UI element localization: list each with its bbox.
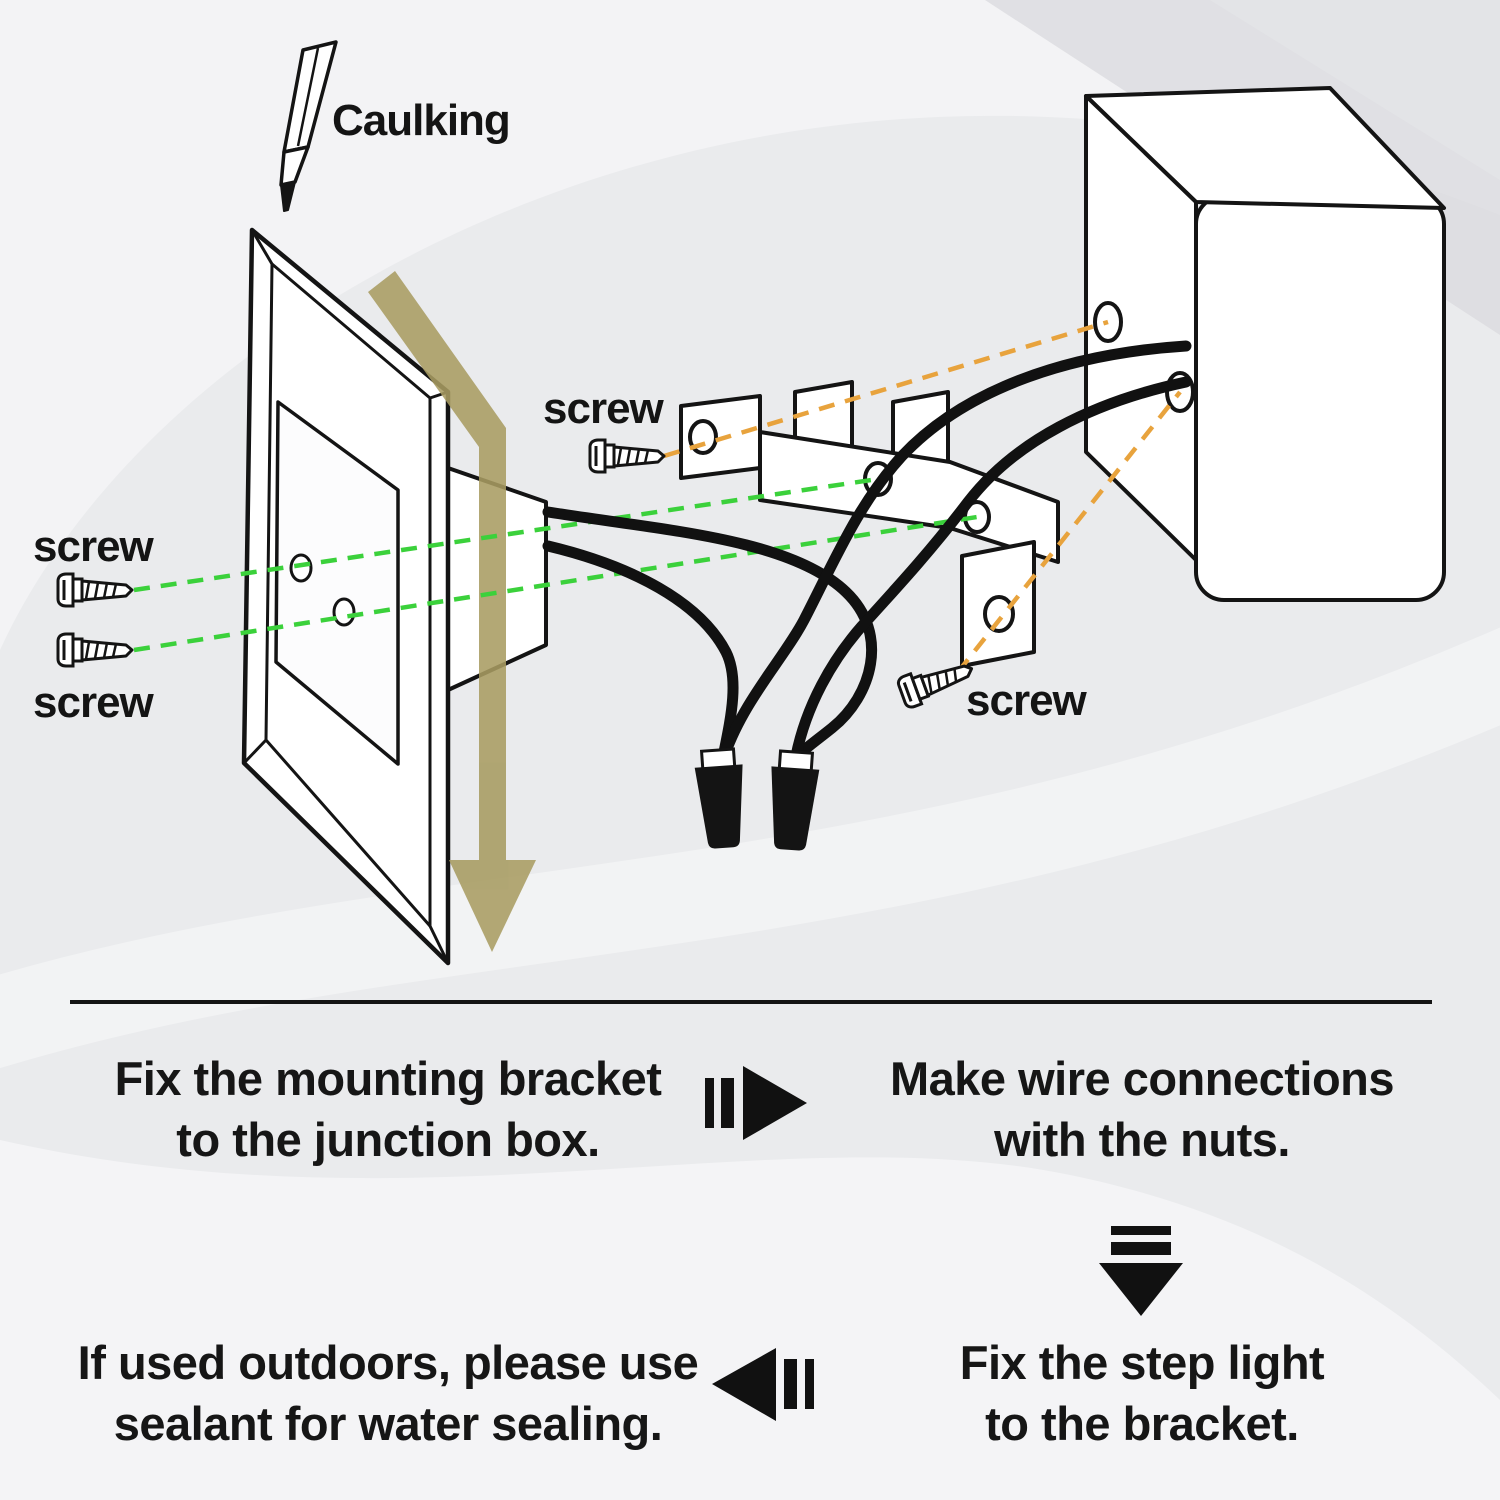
arrow-left-bar-2 [805,1359,814,1409]
arrow-down-bar-1 [1111,1226,1171,1235]
arrow-down-head [1099,1263,1183,1316]
step-flow-arrows [705,1066,1183,1421]
arrow-down-icon [1099,1226,1183,1316]
instruction-step-1: Fix the mounting bracket to the junction… [114,1052,662,1167]
arrow-right-head [743,1066,807,1140]
step-light-window [274,400,400,766]
caulk-arrow-head [449,860,536,952]
screw-label-right: screw [966,676,1087,725]
wire-box-1 [719,340,1192,760]
instruction-step-3: Fix the step light to the bracket. [959,1336,1325,1451]
swoosh-corner-light [1210,0,1500,180]
caulk-tube-highlight [296,47,320,147]
screw-label-left-2: screw [33,678,154,727]
caulking-tube-icon [279,40,338,212]
faceplate-screw-hole-2 [332,597,356,627]
align-line-orange-1 [663,319,1109,459]
swoosh-mid [0,627,1500,1069]
caulking-label: Caulking [332,96,511,145]
wire-nut-1-cap [694,764,743,849]
wires [542,340,1192,766]
arrow-down-bar-2 [1111,1242,1171,1255]
arrow-left-head [712,1348,776,1421]
wire-light-1 [542,506,878,766]
caulk-tube-tip [280,181,296,212]
step-light-faceplate [241,227,548,966]
align-line-orange-2 [956,390,1182,674]
instruction-step-2: Make wire connections with the nuts. [889,1052,1395,1167]
faceplate-screw-hole-1 [289,553,313,583]
arrow-left-icon [712,1348,814,1421]
screw-label-top: screw [543,384,664,433]
wire-box-2 [790,376,1192,762]
wire-nut-2-cap [771,766,820,851]
junction-box-left-wall [1084,94,1198,562]
wire-light-2 [542,540,739,763]
instruction-step-4: If used outdoors, please use sealant for… [77,1336,699,1451]
arrow-left-bar-1 [784,1359,797,1409]
alignment-lines [133,319,1182,674]
wire-nut-1 [694,747,743,849]
align-line-green-2 [133,514,978,653]
arrow-right-icon [705,1066,807,1140]
caulk-arrow-shaft [368,271,506,868]
caulk-flow-arrow [368,271,536,952]
align-line-green-1 [133,476,879,593]
arrow-right-bar-1 [705,1078,714,1128]
bracket-hole-right-tab [983,595,1015,633]
wire-nuts [694,747,820,851]
junction-box-back [1194,194,1446,602]
arrow-right-bar-2 [721,1078,734,1128]
screw-label-left-1: screw [33,522,154,571]
wire-nut-2 [771,749,820,851]
swoosh-top [0,0,1500,650]
